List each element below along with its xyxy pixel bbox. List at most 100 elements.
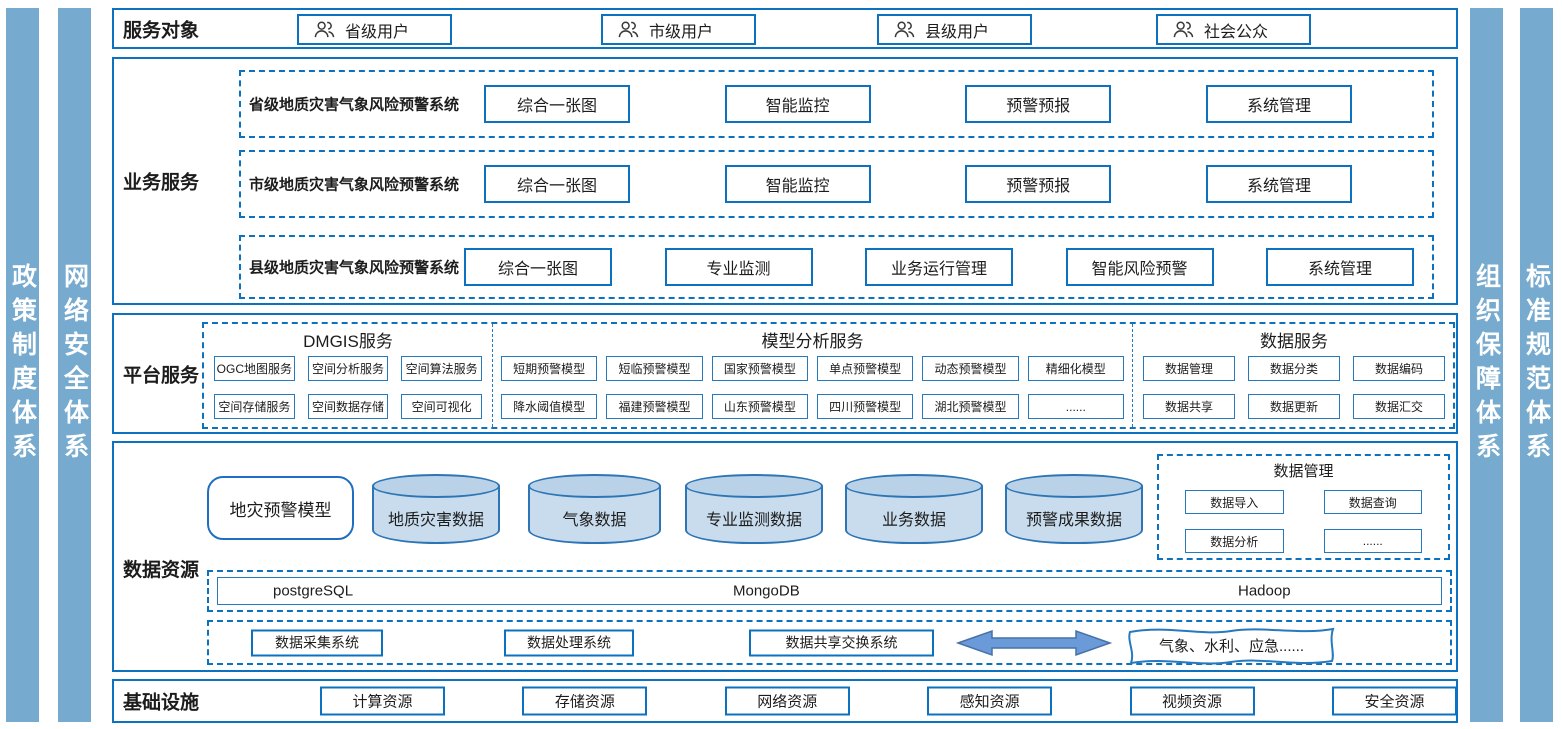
data-management-title: 数据管理: [1273, 463, 1334, 480]
group-county-system: 县级地质灾害气象风险预警系统 综合一张图 专业监测 业务运行管理 智能风险预警 …: [239, 235, 1434, 299]
data-management-box: 数据管理 数据导入 数据查询 数据分析 ......: [1157, 454, 1450, 560]
section-label: 业务服务: [123, 172, 200, 194]
model-box: 降水阈值模型: [501, 394, 598, 419]
cylinder-warning-result-data: 预警成果数据: [1005, 474, 1143, 544]
section-data-resources: 数据资源 地灾预警模型 地质灾害数据 气象数据 专业监测数据 业务数据 预警成果…: [112, 441, 1458, 672]
cylinder-top: [528, 474, 661, 498]
data-systems-row: 数据采集系统 数据处理系统 数据共享交换系统 气象、水利、应急......: [207, 620, 1452, 665]
model-box: 山东预警模型: [711, 394, 808, 419]
system-box: 数据采集系统: [251, 629, 383, 656]
module-box: 系统管理: [1205, 165, 1352, 203]
model-box: 福建预警模型: [606, 394, 703, 419]
cylinder-meteorological-data: 气象数据: [528, 474, 661, 544]
cylinder-top: [1005, 474, 1143, 498]
service-box: OGC地图服务: [214, 356, 295, 381]
platform-col-data-service: 数据服务 数据管理 数据分类 数据编码 数据共享 数据更新 数据汇交: [1132, 324, 1455, 427]
platform-col-model-analysis: 模型分析服务 短期预警模型 短临预警模型 国家预警模型 单点预警模型 动态预警模…: [492, 324, 1132, 427]
management-item: 数据查询: [1323, 490, 1422, 514]
platform-row: OGC地图服务 空间分析服务 空间算法服务: [204, 356, 492, 381]
module-box: 智能监控: [724, 165, 871, 203]
module-box: 预警预报: [965, 85, 1112, 123]
model-box: 精细化模型: [1027, 356, 1124, 381]
double-arrow-icon: [955, 629, 1113, 656]
users-icon: [314, 21, 335, 38]
database-name: Hadoop: [1238, 582, 1291, 600]
service-box: 空间可视化: [401, 394, 483, 419]
model-box: 短期预警模型: [501, 356, 598, 381]
platform-row: 数据管理 数据分类 数据编码: [1133, 356, 1455, 381]
external-sources-wave-box: 气象、水利、应急......: [1124, 624, 1339, 666]
infrastructure-items: 计算资源 存储资源 网络资源 感知资源 视频资源 安全资源: [320, 686, 1457, 716]
platform-row: 短期预警模型 短临预警模型 国家预警模型 单点预警模型 动态预警模型 精细化模型: [493, 356, 1132, 381]
service-box: 数据管理: [1143, 356, 1235, 381]
group-modules: 综合一张图 智能监控 预警预报 系统管理: [484, 165, 1352, 203]
user-box-city: 市级用户: [601, 14, 756, 45]
group-modules: 综合一张图 智能监控 预警预报 系统管理: [484, 85, 1352, 123]
group-title: 县级地质灾害气象风险预警系统: [249, 259, 460, 277]
cylinder-top: [372, 474, 500, 498]
system-box: 数据共享交换系统: [749, 629, 934, 656]
service-box: 数据共享: [1143, 394, 1235, 419]
database-inner-box: postgreSQL MongoDB Hadoop: [217, 577, 1442, 605]
group-title: 省级地质灾害气象风险预警系统: [249, 96, 460, 114]
model-box: 动态预警模型: [922, 356, 1019, 381]
pillar-policy-system: 政策制度体系: [6, 8, 39, 722]
users-icon: [894, 21, 915, 38]
user-box-public: 社会公众: [1156, 14, 1311, 45]
service-box: 空间分析服务: [307, 356, 389, 381]
pillar-label: 政策制度体系: [8, 263, 37, 467]
resource-box: 感知资源: [927, 686, 1053, 716]
user-box-county: 县级用户: [877, 14, 1032, 45]
platform-col-title: 数据服务: [1260, 332, 1328, 351]
model-box: ......: [1027, 394, 1124, 419]
section-label: 基础设施: [123, 692, 200, 714]
group-city-system: 市级地质灾害气象风险预警系统 综合一张图 智能监控 预警预报 系统管理: [239, 150, 1434, 218]
model-box: 单点预警模型: [816, 356, 914, 381]
pillar-organization-guarantee-system: 组织保障体系: [1470, 8, 1503, 722]
model-box: 国家预警模型: [711, 356, 808, 381]
external-sources-label: 气象、水利、应急......: [1158, 637, 1304, 655]
user-box-provincial: 省级用户: [297, 14, 452, 45]
users-icon: [1173, 21, 1194, 38]
warning-model-box: 地灾预警模型: [207, 476, 354, 540]
management-item: 数据分析: [1185, 529, 1284, 553]
section-platform-services: 平台服务 DMGIS服务 OGC地图服务 空间分析服务 空间算法服务 空间存储服…: [112, 313, 1458, 434]
section-label: 服务对象: [123, 20, 200, 41]
section-label: 平台服务: [123, 365, 200, 386]
resource-box: 视频资源: [1129, 686, 1255, 716]
section-service-targets: 服务对象 省级用户 市级用户 县级用户 社会公众: [112, 8, 1458, 49]
model-box: 湖北预警模型: [922, 394, 1019, 419]
user-box-label: 省级用户: [345, 23, 410, 41]
service-box: 空间存储服务: [214, 394, 295, 419]
module-box: 智能监控: [724, 85, 871, 123]
service-box: 数据分类: [1248, 356, 1340, 381]
resource-box: 存储资源: [522, 686, 648, 716]
resource-box: 网络资源: [724, 686, 850, 716]
platform-col-title: 模型分析服务: [761, 332, 864, 351]
module-box: 综合一张图: [484, 165, 630, 203]
module-box: 系统管理: [1266, 248, 1414, 286]
service-box: 数据更新: [1248, 394, 1340, 419]
resource-box: 计算资源: [320, 686, 445, 716]
platform-col-dmgis: DMGIS服务 OGC地图服务 空间分析服务 空间算法服务 空间存储服务 空间数…: [204, 324, 492, 427]
pillar-label: 标准规范体系: [1522, 263, 1551, 467]
cylinder-geological-disaster-data: 地质灾害数据: [372, 474, 500, 544]
group-modules: 综合一张图 专业监测 业务运行管理 智能风险预警 系统管理: [464, 248, 1414, 286]
user-box-label: 社会公众: [1204, 23, 1269, 41]
resource-box: 安全资源: [1331, 686, 1457, 716]
service-box: 空间数据存储: [307, 394, 389, 419]
section-business-services: 业务服务 省级地质灾害气象风险预警系统 综合一张图 智能监控 预警预报 系统管理…: [112, 57, 1458, 305]
group-title: 市级地质灾害气象风险预警系统: [249, 176, 460, 194]
module-box: 智能风险预警: [1065, 248, 1214, 286]
database-row: postgreSQL MongoDB Hadoop: [207, 570, 1452, 612]
section-label: 数据资源: [123, 560, 200, 581]
platform-outer-box: DMGIS服务 OGC地图服务 空间分析服务 空间算法服务 空间存储服务 空间数…: [202, 322, 1455, 429]
service-box: 数据编码: [1353, 356, 1445, 381]
user-box-label: 县级用户: [925, 23, 990, 41]
module-box: 综合一张图: [464, 248, 612, 286]
management-item: ......: [1323, 529, 1422, 553]
database-name: MongoDB: [733, 582, 800, 600]
cylinder-business-data: 业务数据: [845, 474, 983, 544]
model-box: 四川预警模型: [816, 394, 914, 419]
management-item: 数据导入: [1185, 490, 1284, 514]
